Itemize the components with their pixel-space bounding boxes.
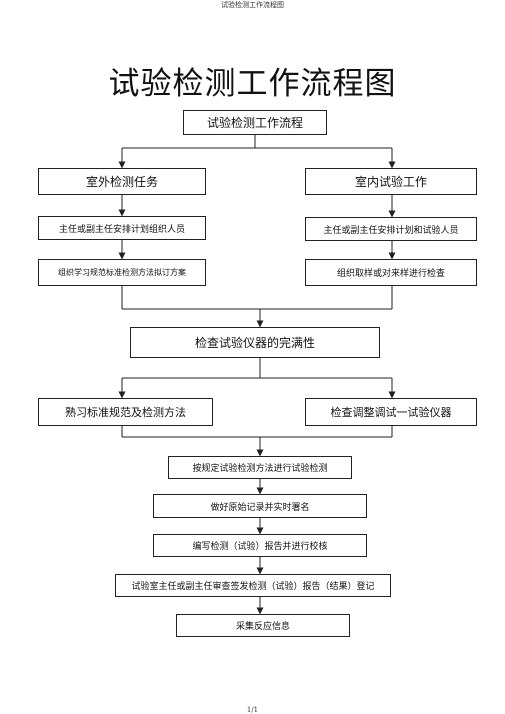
top-process-label: 试验检测工作流程	[206, 116, 303, 130]
page-title: 试验检测工作流程图	[108, 66, 397, 102]
sequence-step-1-box: 按规定试验检测方法进行试验检测	[168, 456, 352, 479]
left-step2-label: 组织学习规范标准检测方法拟订方案	[58, 268, 186, 277]
right-step1-label: 主任或副主任安排计划和试验人员	[323, 225, 459, 236]
sequence-step-5-box: 采集反应信息	[176, 614, 350, 637]
check-instruments-label: 检查试验仪器的完满性	[194, 336, 315, 350]
right-step1-box: 主任或副主任安排计划和试验人员	[305, 217, 477, 241]
left-step2-box: 组织学习规范标准检测方法拟订方案	[38, 259, 206, 286]
right-step2-box: 组织取样或对来样进行检查	[305, 259, 477, 286]
left-task-box: 室外检测任务	[38, 168, 206, 195]
left-step1-box: 主任或副主任安排计划组织人员	[38, 216, 206, 240]
sequence-step-3-label: 编写检测（试验）报告并进行校核	[192, 542, 328, 552]
sequence-step-3-box: 编写检测（试验）报告并进行校核	[153, 534, 367, 557]
right-task-box: 室内试验工作	[305, 168, 477, 195]
right-prep-box: 检查调整调试一试验仪器	[305, 398, 477, 426]
check-instruments-box: 检查试验仪器的完满性	[130, 327, 380, 358]
page-header: 试验检测工作流程图	[221, 1, 284, 9]
sequence-step-2-label: 做好原始记录并实时署名	[210, 502, 310, 513]
left-task-label: 室外检测任务	[85, 175, 158, 189]
sequence-step-4-box: 试验室主任或副主任审查签发检测（试验）报告（结果）登记	[115, 574, 391, 597]
right-prep-label: 检查调整调试一试验仪器	[330, 406, 452, 419]
right-task-label: 室内试验工作	[354, 175, 427, 189]
left-prep-label: 熟习标准规范及检测方法	[65, 406, 186, 419]
right-step2-label: 组织取样或对来样进行检查	[336, 269, 445, 279]
page-footer: 1/1	[246, 706, 259, 714]
top-process-box: 试验检测工作流程	[183, 110, 327, 135]
sequence-step-2-box: 做好原始记录并实时署名	[153, 494, 367, 518]
left-step1-label: 主任或副主任安排计划组织人员	[58, 224, 185, 235]
sequence-step-1-label: 按规定试验检测方法进行试验检测	[192, 464, 328, 474]
sequence-step-5-label: 采集反应信息	[235, 622, 290, 632]
sequence-step-4-label: 试验室主任或副主任审查签发检测（试验）报告（结果）登记	[131, 582, 375, 592]
left-prep-box: 熟习标准规范及检测方法	[38, 398, 213, 426]
